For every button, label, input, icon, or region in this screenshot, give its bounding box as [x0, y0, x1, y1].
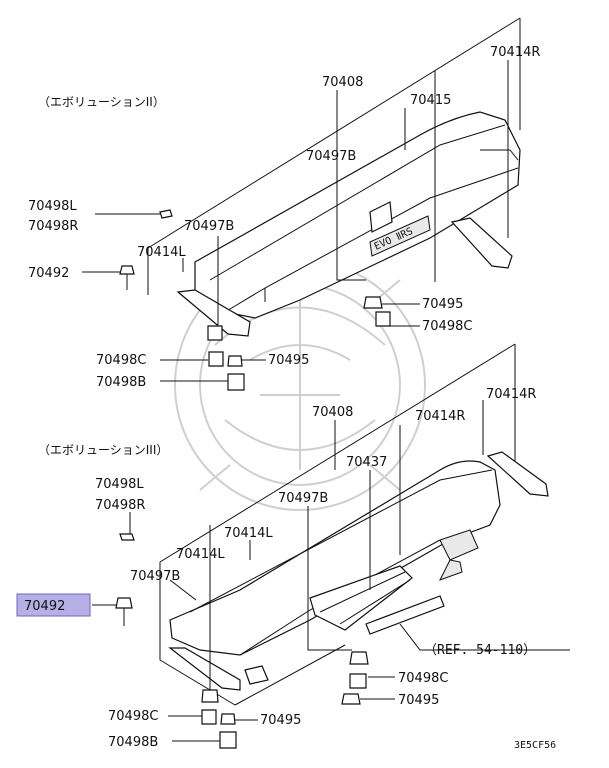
label-70498C: 70498C — [96, 353, 146, 368]
caption-evo3: （エボリューションIII） — [38, 443, 168, 457]
label-70498L: 70498L — [28, 199, 77, 214]
ref-label: （REF. 54-110） — [424, 643, 536, 658]
label-70497B: 70497B — [278, 491, 328, 506]
highlight-box[interactable] — [16, 593, 91, 617]
label-70495: 70495 — [398, 693, 439, 708]
label-70414L: 70414L — [176, 547, 225, 562]
fasteners-evo3 — [115, 533, 369, 749]
leaders-evo2 — [82, 60, 509, 382]
label-70498R: 70498R — [28, 219, 78, 234]
label-70492: 70492 — [28, 266, 69, 281]
label-70498C: 70498C — [108, 709, 158, 724]
label-70498B: 70498B — [108, 735, 158, 750]
fasteners-evo2 — [119, 209, 391, 391]
spoiler-evo3 — [159, 343, 549, 706]
label-70414L: 70414L — [137, 245, 186, 260]
label-70408: 70408 — [322, 75, 363, 90]
label-70498L: 70498L — [95, 477, 144, 492]
spoiler-evo2: EVO ⅡRS — [147, 17, 521, 337]
label-70414R: 70414R — [415, 409, 465, 424]
label-70408: 70408 — [312, 405, 353, 420]
caption-evo2: （エボリューションII） — [38, 95, 165, 109]
label-70497B: 70497B — [184, 219, 234, 234]
label-70497B: 70497B — [306, 149, 356, 164]
label-70495: 70495 — [268, 353, 309, 368]
label-70498C: 70498C — [398, 671, 448, 686]
label-70437: 70437 — [346, 455, 387, 470]
label-70495: 70495 — [260, 713, 301, 728]
diagram-code: 3E5CF56 — [514, 740, 556, 751]
label-70492-highlighted[interactable]: 70492 — [24, 599, 65, 614]
label-70498R: 70498R — [95, 498, 145, 513]
label-70495: 70495 — [422, 297, 463, 312]
label-70414R: 70414R — [486, 387, 536, 402]
label-70414R: 70414R — [490, 45, 540, 60]
label-70498C: 70498C — [422, 319, 472, 334]
label-70414L: 70414L — [224, 526, 273, 541]
label-70498B: 70498B — [96, 375, 146, 390]
leaders-evo3 — [92, 400, 570, 742]
label-70497B: 70497B — [130, 569, 180, 584]
label-70415: 70415 — [410, 93, 451, 108]
